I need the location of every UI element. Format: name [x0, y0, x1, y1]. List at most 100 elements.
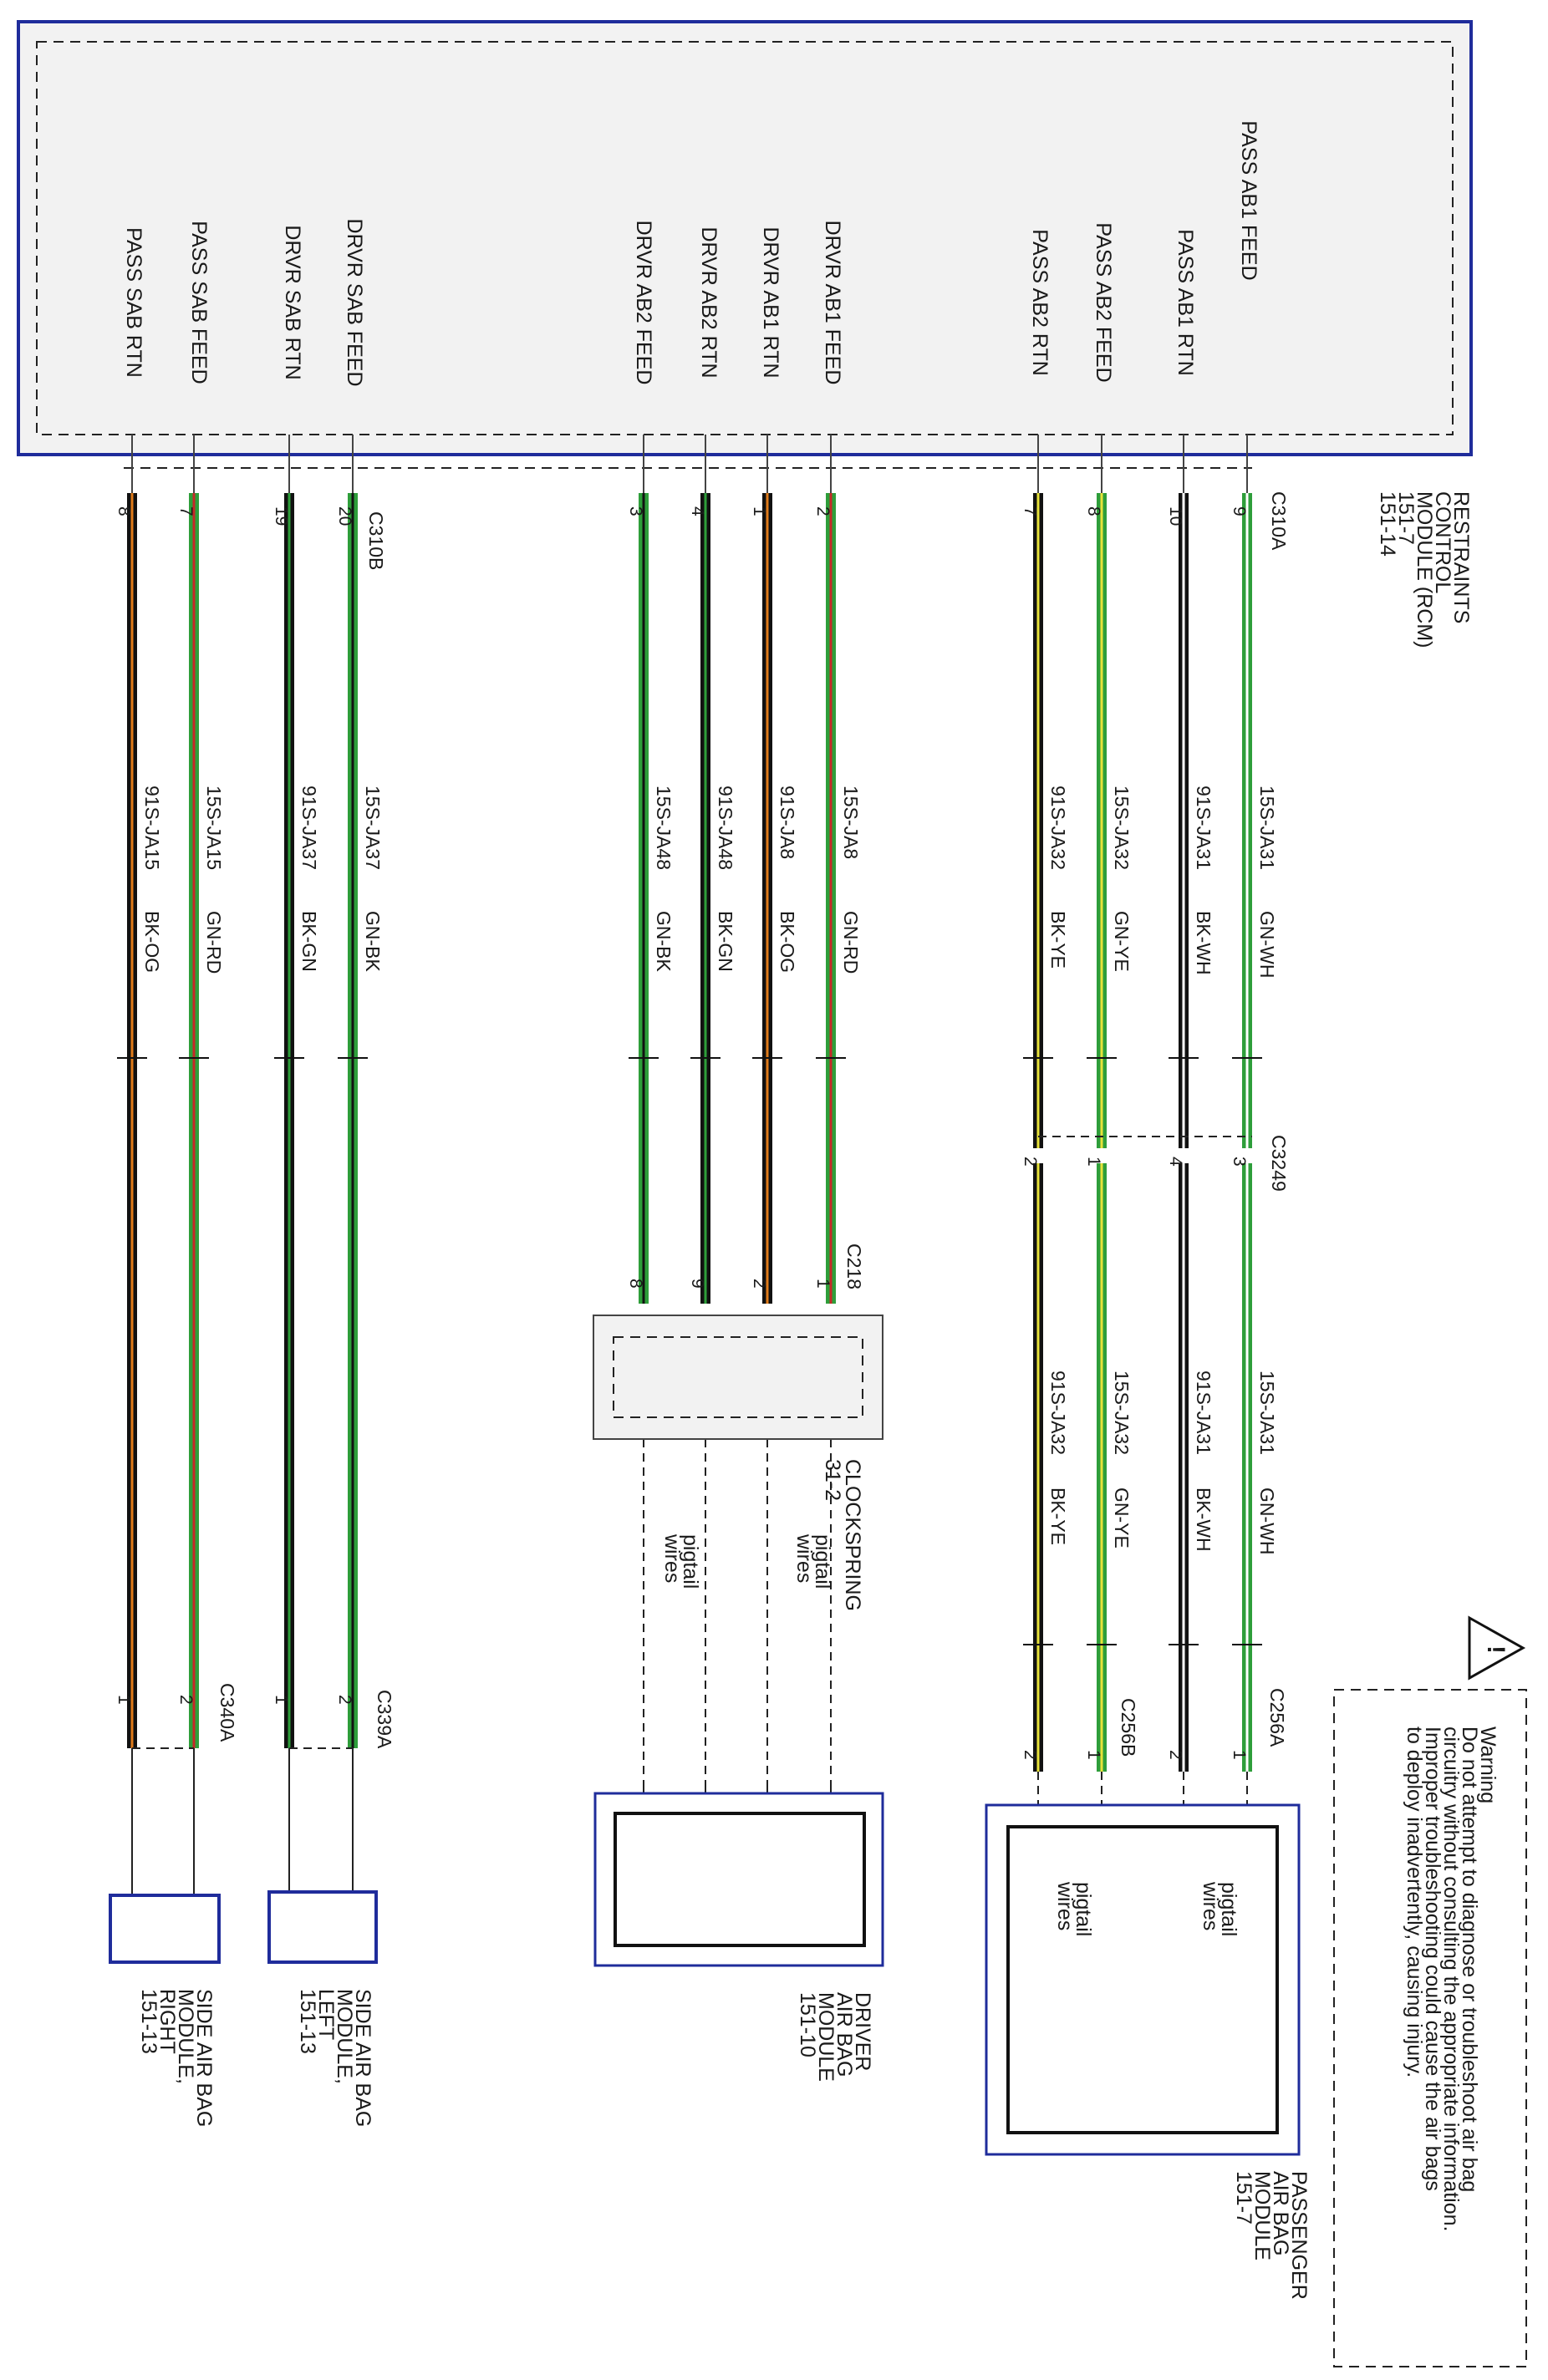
- module-label-line: SIDE AIR BAG: [192, 1989, 216, 2127]
- module-label-line: PASSENGER: [1287, 2171, 1311, 2300]
- wire-color: BK-GN: [298, 911, 320, 972]
- circuit-number: 15S-JA31: [1256, 1371, 1278, 1455]
- rcm-pin-number: 20: [335, 506, 354, 526]
- circuit-number: 91S-JA15: [141, 786, 163, 870]
- rcm-pin-number: 1: [750, 506, 769, 516]
- module-label-line: MODULE,: [174, 1989, 197, 2084]
- connector-pin: 2: [1021, 1750, 1040, 1760]
- passenger-airbag-module-inner: [1006, 1825, 1279, 2134]
- connector-c310b-label: C310B: [365, 511, 387, 570]
- passenger-airbag-module-box: [985, 1803, 1301, 2156]
- clockspring-box: [593, 1315, 883, 1440]
- wire-color: GN-BK: [362, 911, 384, 973]
- rcm-pin-number: 8: [115, 506, 134, 516]
- wire-color: GN-WH: [1256, 1488, 1278, 1554]
- connector-pin: 1: [272, 1695, 291, 1705]
- connector-pin: 8: [626, 1279, 645, 1289]
- connector-c256a-label: C256A: [1266, 1688, 1288, 1747]
- driver-airbag-module-box: [593, 1792, 884, 1967]
- module-label-line: MODULE: [1250, 2171, 1274, 2260]
- connector-pin: 9: [688, 1279, 707, 1289]
- connector-pin: 1: [1084, 1157, 1103, 1167]
- connector-pin: 2: [750, 1279, 769, 1289]
- rcm-pin-number: 19: [272, 506, 291, 526]
- warning-line: Improper troubleshooting could cause the…: [1421, 1727, 1444, 2191]
- side-airbag-right-box: [109, 1894, 221, 1964]
- wire-color: BK-GN: [715, 911, 736, 972]
- rcm-name: RESTRAINTS CONTROL MODULE (RCM) 151-7 15…: [1376, 491, 1473, 648]
- wire-color: BK-OG: [141, 911, 163, 973]
- wire-color: BK-OG: [777, 911, 798, 973]
- driver-airbag-module-label: DRIVER AIR BAG MODULE 151-10: [796, 1992, 874, 2082]
- rcm-name-line: 151-7: [1394, 491, 1418, 545]
- circuit-number: 15S-JA31: [1256, 786, 1278, 870]
- wire-color: GN-RD: [840, 911, 862, 974]
- circuit-number: 15S-JA8: [840, 786, 862, 859]
- circuit-number: 15S-JA48: [653, 786, 675, 870]
- pigtail-label: wires: [660, 1533, 684, 1583]
- module-label-line: MODULE: [814, 1992, 838, 2082]
- circuit-number: 15S-JA37: [362, 786, 384, 870]
- rcm-pin-label: DRVR SAB RTN: [281, 225, 304, 379]
- clockspring-number: 31-2: [821, 1459, 844, 1501]
- connector-pin: 1: [115, 1695, 134, 1705]
- module-label-line: SIDE AIR BAG: [351, 1989, 374, 2127]
- connector-c3249-label: C3249: [1268, 1135, 1290, 1192]
- circuit-number: 15S-JA15: [203, 786, 225, 870]
- rcm-pin-label: DRVR AB1 RTN: [759, 226, 782, 378]
- rcm-pin-number: 7: [176, 506, 196, 516]
- rcm-name-line: CONTROL: [1431, 491, 1454, 593]
- module-label-line: MODULE,: [333, 1989, 356, 2084]
- circuit-number: 15S-JA32: [1111, 786, 1133, 870]
- pigtail-label: pigtail: [1217, 1882, 1240, 1936]
- circuit-number: 91S-JA48: [715, 786, 736, 870]
- connector-pin: 3: [1230, 1157, 1249, 1167]
- circuit-number: 91S-JA32: [1047, 786, 1069, 870]
- warning-line: Do not attempt to diagnose or troublesho…: [1458, 1727, 1481, 2192]
- rcm-pin-number: 7: [1021, 506, 1040, 516]
- module-label-line: 151-7: [1232, 2171, 1255, 2225]
- clockspring-inner-dash: [613, 1336, 863, 1418]
- rcm-pin-label: DRVR AB1 FEED: [821, 221, 844, 385]
- rcm-pin-label: PASS AB2 FEED: [1092, 222, 1115, 382]
- pigtail-label: wires: [1199, 1881, 1222, 1930]
- wire-color: BK-WH: [1193, 1488, 1214, 1552]
- clockspring-label: CLOCKSPRING 31-2: [821, 1459, 864, 1611]
- module-label-line: AIR BAG: [833, 1992, 856, 2077]
- rcm-name-line: MODULE (RCM): [1413, 491, 1436, 648]
- rcm-pin-label: PASS AB2 RTN: [1028, 229, 1052, 376]
- connector-c310a-label: C310A: [1268, 491, 1290, 551]
- side-airbag-right-label: SIDE AIR BAG MODULE, RIGHT 151-13: [137, 1989, 216, 2127]
- circuit-number: 91S-JA37: [298, 786, 320, 870]
- rcm-module-box: [17, 20, 1473, 456]
- rcm-module-inner-dash: [36, 41, 1454, 435]
- module-label-line: DRIVER: [851, 1992, 874, 2071]
- rcm-pin-number: 8: [1084, 506, 1103, 516]
- pigtail-label: pigtail: [679, 1534, 702, 1589]
- rcm-pin-label: PASS AB1 RTN: [1174, 229, 1197, 376]
- rcm-name-line: 151-14: [1376, 491, 1399, 557]
- circuit-number: 91S-JA32: [1047, 1371, 1069, 1455]
- module-label-line: RIGHT: [155, 1989, 179, 2054]
- connector-c340a-label: C340A: [216, 1683, 238, 1742]
- driver-airbag-module-inner: [614, 1812, 866, 1947]
- rcm-pin-number: 10: [1166, 506, 1185, 526]
- module-label-line: AIR BAG: [1269, 2171, 1292, 2255]
- warning-line: circuitry without consulting the appropr…: [1439, 1727, 1463, 2231]
- rcm-pin-label: PASS SAB FEED: [187, 221, 211, 384]
- passenger-airbag-module-label: PASSENGER AIR BAG MODULE 151-7: [1232, 2171, 1311, 2300]
- svg-text:!: !: [1482, 1645, 1510, 1654]
- clockspring-pigtail-label-1: pigtail wires: [792, 1533, 834, 1589]
- rcm-name-line: RESTRAINTS: [1449, 491, 1473, 623]
- connector-pin: 4: [1166, 1157, 1185, 1167]
- clockspring-pigtail-label-2: pigtail wires: [660, 1533, 702, 1589]
- warning-text: Warning Do not attempt to diagnose or tr…: [1403, 1727, 1500, 2231]
- pigtail-label: pigtail: [1072, 1882, 1095, 1936]
- connector-pin: 2: [1021, 1157, 1040, 1167]
- rcm-pin-label: DRVR SAB FEED: [343, 219, 366, 387]
- wire-color: GN-RD: [203, 911, 225, 974]
- rcm-pin-label: PASS AB1 FEED: [1237, 120, 1260, 280]
- connector-pin: 1: [1084, 1750, 1103, 1760]
- rcm-pin-number: 2: [813, 506, 833, 516]
